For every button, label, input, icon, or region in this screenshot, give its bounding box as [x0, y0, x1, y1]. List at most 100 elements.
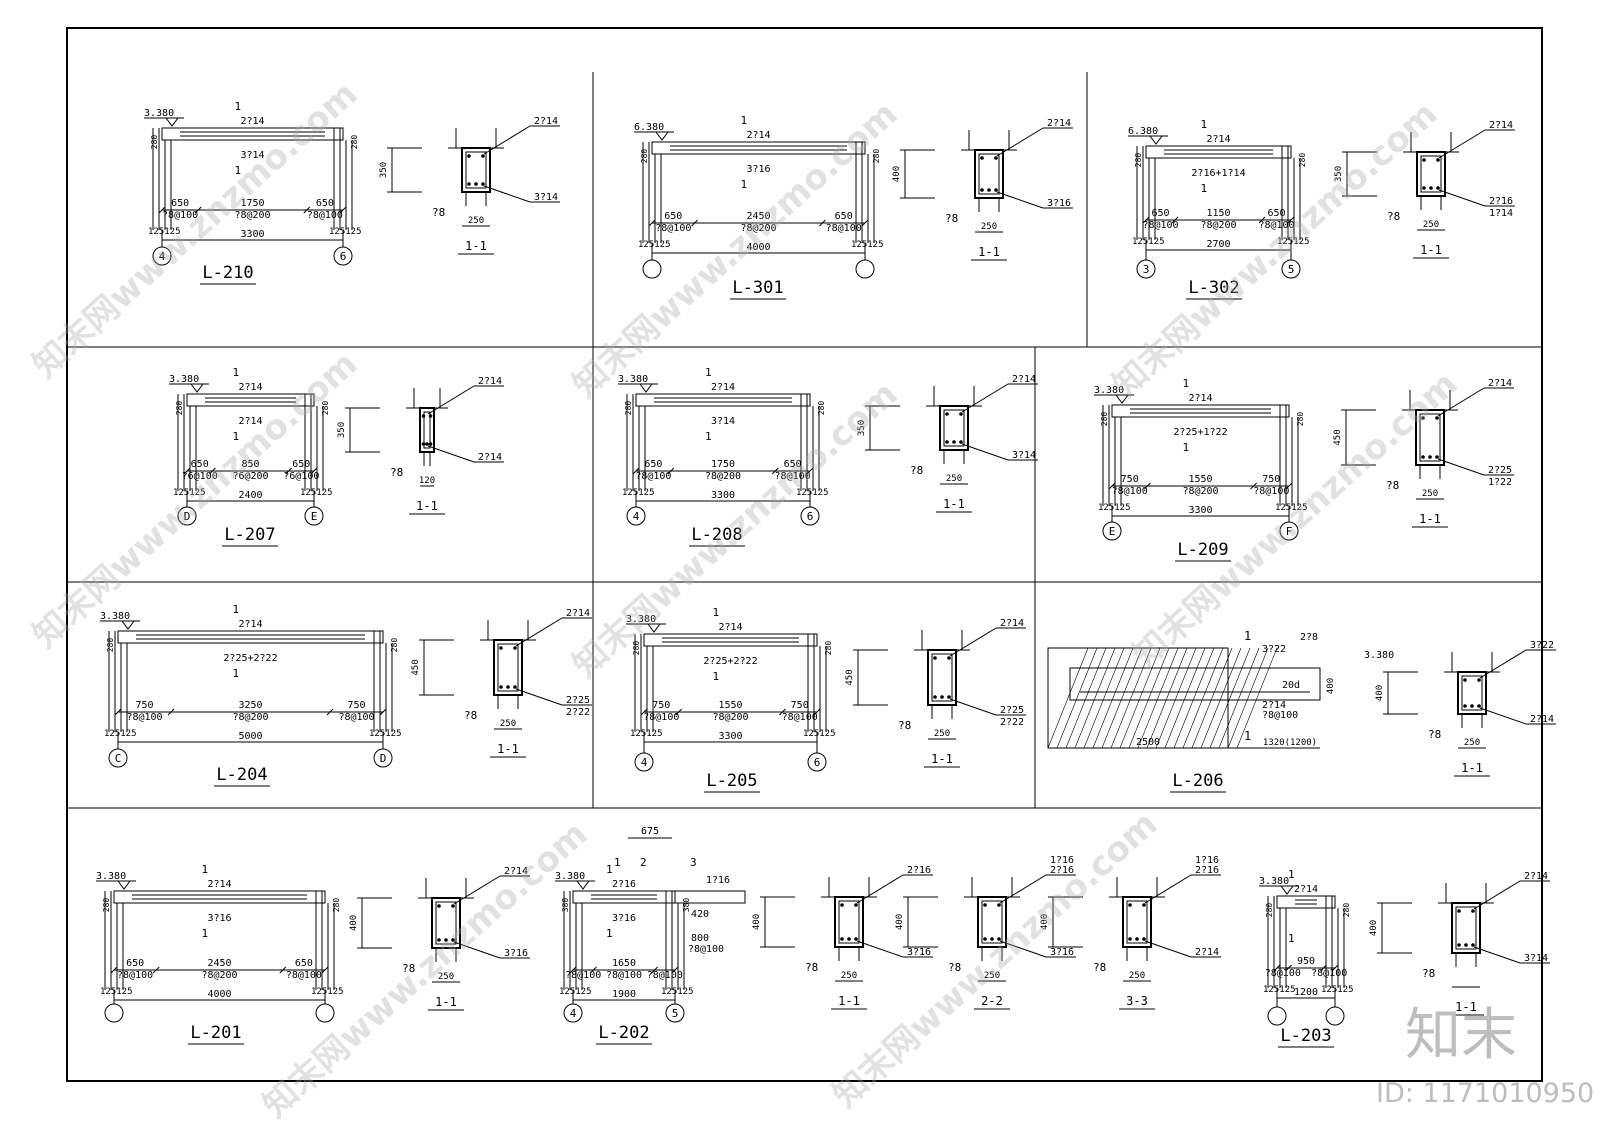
dimension-label: 280	[175, 401, 184, 416]
axis-label: E	[311, 510, 318, 523]
line-stroke	[1438, 129, 1486, 159]
rebar-dot	[428, 442, 433, 446]
section-title: 2-2	[981, 994, 1003, 1008]
stirrup-label: ?8@100	[126, 712, 162, 723]
rect-outline	[419, 407, 435, 453]
dimension-label: 400	[1369, 920, 1379, 936]
rebar-dot	[467, 154, 471, 158]
stirrup-mark: ?8	[910, 464, 923, 477]
rebar-dot	[421, 414, 426, 418]
rect-outline	[1122, 896, 1152, 948]
rect-outline	[1419, 413, 1441, 462]
line-stroke	[303, 206, 311, 214]
dimension-label: 400	[1375, 685, 1385, 701]
axis-label: 6	[807, 510, 814, 523]
stirrup-label: ?8@100	[117, 970, 153, 981]
rebar-dot	[481, 182, 485, 186]
dimension-label: 125125	[796, 488, 829, 498]
line-stroke	[569, 966, 577, 974]
rebar-dot	[933, 656, 937, 660]
stirrup-label: ?6@100	[182, 471, 218, 482]
line-stroke	[949, 698, 997, 716]
elevation-label: 6.380	[634, 122, 664, 133]
line-stroke	[1092, 647, 1134, 749]
rebar-dot	[428, 414, 433, 418]
section-cut-label: 1	[741, 178, 748, 191]
section-bottom-rebar-label: 2?25	[566, 695, 590, 706]
dimension-label: 280	[1134, 153, 1143, 168]
rebar-dot	[1435, 455, 1439, 459]
stirrup-mark: ?8	[1422, 967, 1435, 980]
dimension-label: 1750	[711, 459, 735, 470]
dimension-label: 125125	[1275, 503, 1308, 513]
section-title: 3-3	[1126, 994, 1148, 1008]
bottom-rebar-label: 3?16	[612, 913, 636, 924]
line-stroke	[651, 966, 658, 974]
beam-title: L-202	[598, 1023, 649, 1043]
stirrup-label: ?8@100	[647, 970, 683, 981]
section-top-rebar-label: 2?14	[1488, 378, 1512, 389]
axis-label: E	[1109, 525, 1116, 538]
line-stroke	[691, 219, 698, 227]
section-cut-label: 1	[713, 606, 720, 619]
span-dimension-label: 2400	[238, 490, 262, 501]
stirrup-mark: ?8	[390, 466, 403, 479]
line-stroke	[1250, 482, 1257, 490]
top-rebar-label: 2?14	[1294, 884, 1318, 895]
rebar-dot	[1421, 416, 1425, 420]
rebar-dot	[474, 182, 478, 186]
dimension-label: 250	[946, 474, 962, 484]
rebar-dot	[947, 656, 951, 660]
wall-hatch	[1047, 647, 1229, 749]
rect-outline	[493, 639, 523, 696]
line-stroke	[515, 688, 563, 706]
line-stroke	[1119, 647, 1161, 749]
line-stroke	[285, 467, 292, 475]
dimension-label: 1750	[240, 198, 264, 209]
rebar-dot	[1471, 909, 1475, 913]
rebar-dot	[425, 442, 429, 446]
stirrup-label: ?8@200	[705, 471, 741, 482]
dimension-label: 1150	[1206, 208, 1230, 219]
section-bottom-rebar-label: 2?14	[1195, 947, 1219, 958]
rebar-dot	[1428, 455, 1432, 459]
line-stroke	[1285, 964, 1292, 972]
section-cut-label: 1	[1183, 377, 1190, 390]
stirrup-label: ?8@100	[286, 970, 322, 981]
section-cut-label: 1	[606, 927, 613, 940]
dimension-label: 750	[1262, 474, 1280, 485]
line-stroke	[339, 206, 347, 214]
line-stroke	[310, 467, 318, 475]
elevation-label: 3.380	[144, 108, 174, 119]
rect-outline	[161, 127, 344, 141]
beam-title: L-203	[1280, 1026, 1331, 1046]
dimension-label: 1550	[1188, 474, 1212, 485]
line-stroke	[640, 708, 648, 716]
dimension-label: 650	[644, 459, 662, 470]
top-rebar-label: 2?14	[238, 382, 262, 393]
span-dimension-label: 3300	[1188, 505, 1212, 516]
dimension-label: 280	[1342, 903, 1351, 918]
dimension-label: 125125	[104, 729, 137, 739]
rebar-dot	[1463, 678, 1467, 682]
dimension-label: 280	[632, 641, 641, 656]
rebar-dot	[1128, 903, 1132, 907]
image-id-text: ID: 1171010950	[1376, 1078, 1595, 1109]
section-top-rebar-label: 2?16	[907, 865, 931, 876]
line-stroke	[1287, 216, 1295, 224]
section-title: 1-1	[1461, 761, 1483, 775]
section-bottom-rebar-label: 3?16	[907, 947, 931, 958]
stirrup-label: ?8@100	[1265, 968, 1301, 979]
rebar-dot	[1421, 455, 1425, 459]
rect-outline	[66, 27, 1543, 1082]
stirrup-mark: ?8	[1387, 210, 1400, 223]
dimension-label: 450	[845, 669, 855, 685]
elevation-label: 3.380	[1259, 876, 1289, 887]
stirrup-label: ?8@200	[740, 223, 776, 234]
rect-outline	[943, 409, 965, 447]
section-bottom-rebar-label: 2?22	[1000, 717, 1024, 728]
